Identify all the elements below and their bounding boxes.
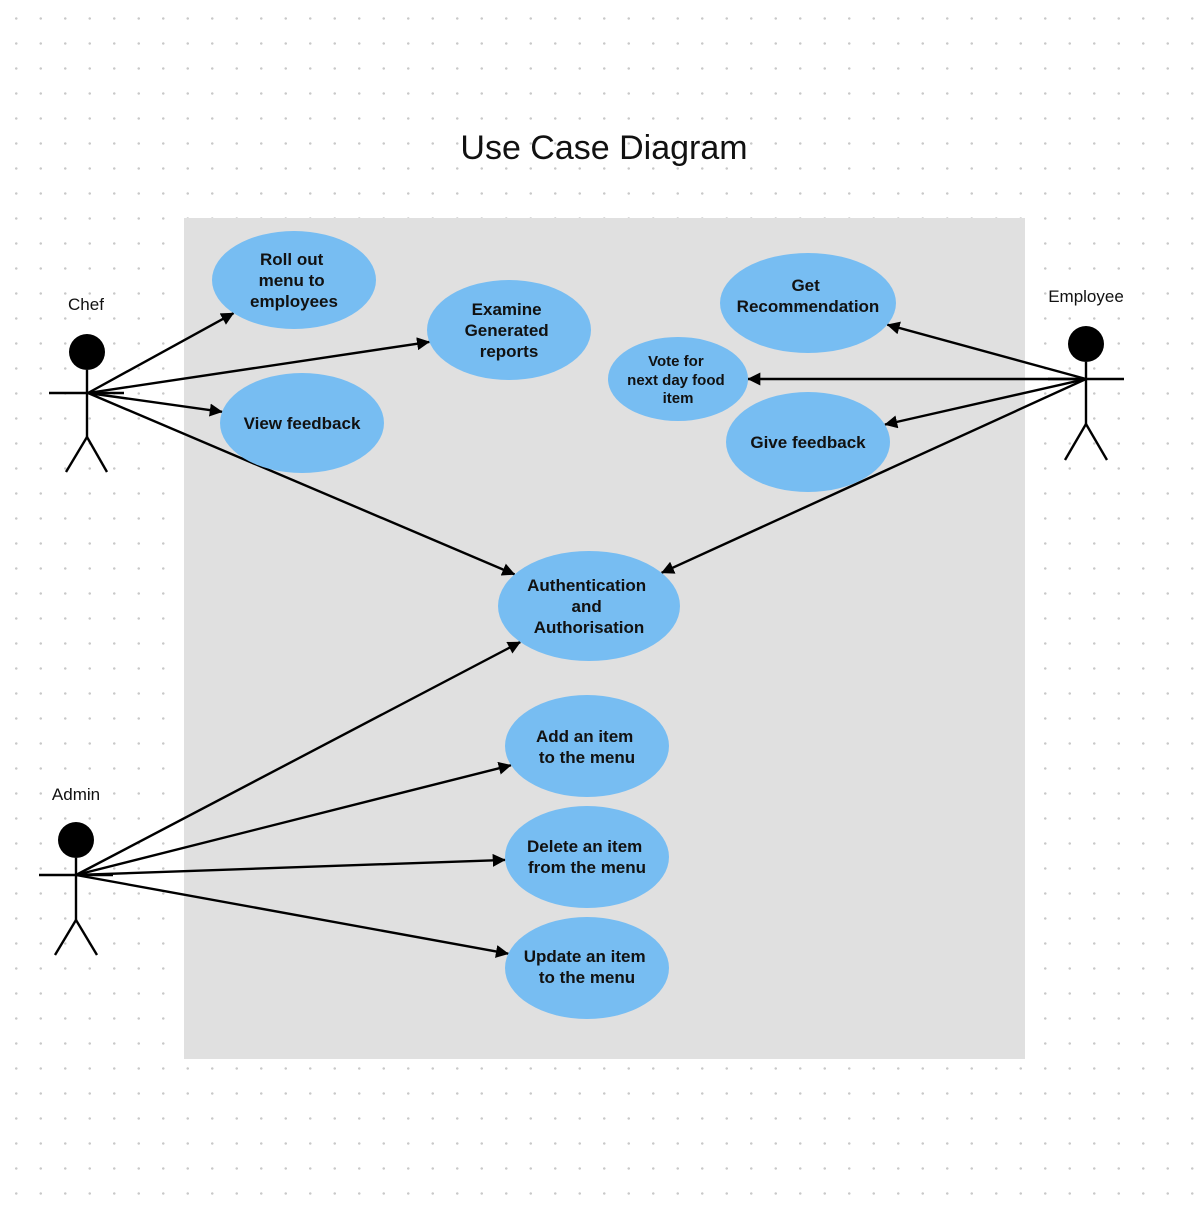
use-case-line: Authorisation bbox=[534, 618, 645, 637]
actor-label: Chef bbox=[68, 295, 104, 314]
association-admin-auth bbox=[75, 640, 521, 877]
use-case-vote-next-day-food: Vote for next day food item bbox=[608, 337, 748, 421]
association-admin-delete-item bbox=[75, 853, 506, 877]
use-case-line: to the menu bbox=[539, 748, 635, 767]
use-case-get-recommendation: Get Recommendation bbox=[720, 253, 896, 353]
svg-text:Examine Generated: Examine Generated reports bbox=[465, 300, 554, 361]
svg-text:View feedback: View feedback bbox=[244, 414, 361, 433]
use-case-line: Give feedback bbox=[750, 433, 866, 452]
use-case-give-feedback: Give feedback bbox=[726, 392, 890, 492]
use-case-examine-reports: Examine Generated reports bbox=[427, 280, 591, 380]
use-case-line: Authentication bbox=[527, 576, 646, 595]
diagram-title: Use Case Diagram bbox=[460, 129, 747, 167]
svg-text:Delete an item from the: Delete an item from the menu bbox=[527, 837, 647, 877]
use-case-view-feedback: View feedback bbox=[220, 373, 384, 473]
use-case-authentication: Authentication and Authorisation bbox=[498, 551, 680, 661]
stick-figure-icon bbox=[49, 334, 124, 473]
actor-label: Employee bbox=[1048, 287, 1124, 306]
use-case-line: Add an item bbox=[536, 727, 633, 746]
association-employee-give-feedback bbox=[884, 377, 1087, 429]
use-case-line: from the menu bbox=[528, 858, 646, 877]
use-case-line: to the menu bbox=[539, 968, 635, 987]
use-case-line: Recommendation bbox=[737, 297, 880, 316]
use-case-line: Vote for bbox=[648, 353, 704, 370]
use-case-line: Generated bbox=[465, 321, 549, 340]
use-case-line: Update an item bbox=[524, 947, 646, 966]
svg-text:Give feedback: Give feedback bbox=[750, 433, 866, 452]
use-case-line: reports bbox=[480, 342, 539, 361]
association-admin-add-item bbox=[75, 761, 512, 877]
use-case-line: Examine bbox=[472, 300, 542, 319]
association-chef-auth bbox=[87, 391, 516, 576]
svg-text:Update an item to the me: Update an item to the menu bbox=[524, 947, 651, 987]
use-case-line: Get bbox=[791, 276, 820, 295]
actor-label: Admin bbox=[52, 785, 100, 804]
association-chef-examine-reports bbox=[87, 337, 431, 395]
use-case-line: menu to bbox=[259, 271, 325, 290]
association-employee-get-recommendation bbox=[886, 321, 1087, 381]
use-case-line: View feedback bbox=[244, 414, 361, 433]
use-case-line: Delete an item bbox=[527, 837, 642, 856]
use-case-line: and bbox=[572, 597, 602, 616]
stick-figure-icon bbox=[39, 822, 113, 956]
actor-chef: Chef bbox=[49, 295, 124, 473]
actor-employee: Employee bbox=[1048, 287, 1124, 461]
use-case-delete-item: Delete an item from the menu bbox=[505, 806, 669, 908]
svg-text:Authentication and: Authentication and Authorisation bbox=[527, 576, 651, 637]
svg-text:Add an item to the menu: Add an item to the menu bbox=[536, 727, 638, 767]
association-employee-auth bbox=[661, 377, 1087, 574]
svg-text:Vote for next day food: Vote for next day food item bbox=[627, 353, 729, 407]
svg-text:Roll out menu to e: Roll out menu to employees bbox=[250, 250, 338, 311]
association-admin-update-item bbox=[75, 873, 509, 958]
use-case-add-item: Add an item to the menu bbox=[505, 695, 669, 797]
actor-admin: Admin bbox=[39, 785, 113, 956]
association-lines bbox=[75, 312, 1087, 958]
use-case-line: employees bbox=[250, 292, 338, 311]
use-case-roll-out-menu: Roll out menu to employees bbox=[212, 231, 376, 329]
association-chef-view-feedback bbox=[87, 391, 223, 417]
use-case-line: next day food bbox=[627, 372, 725, 389]
use-case-line: Roll out bbox=[260, 250, 324, 269]
svg-text:Get Recommendation: Get Recommendation bbox=[737, 276, 880, 316]
use-case-update-item: Update an item to the menu bbox=[505, 917, 669, 1019]
association-chef-roll-out-menu bbox=[87, 312, 235, 395]
stick-figure-icon bbox=[1048, 326, 1124, 461]
use-case-line: item bbox=[663, 390, 694, 407]
